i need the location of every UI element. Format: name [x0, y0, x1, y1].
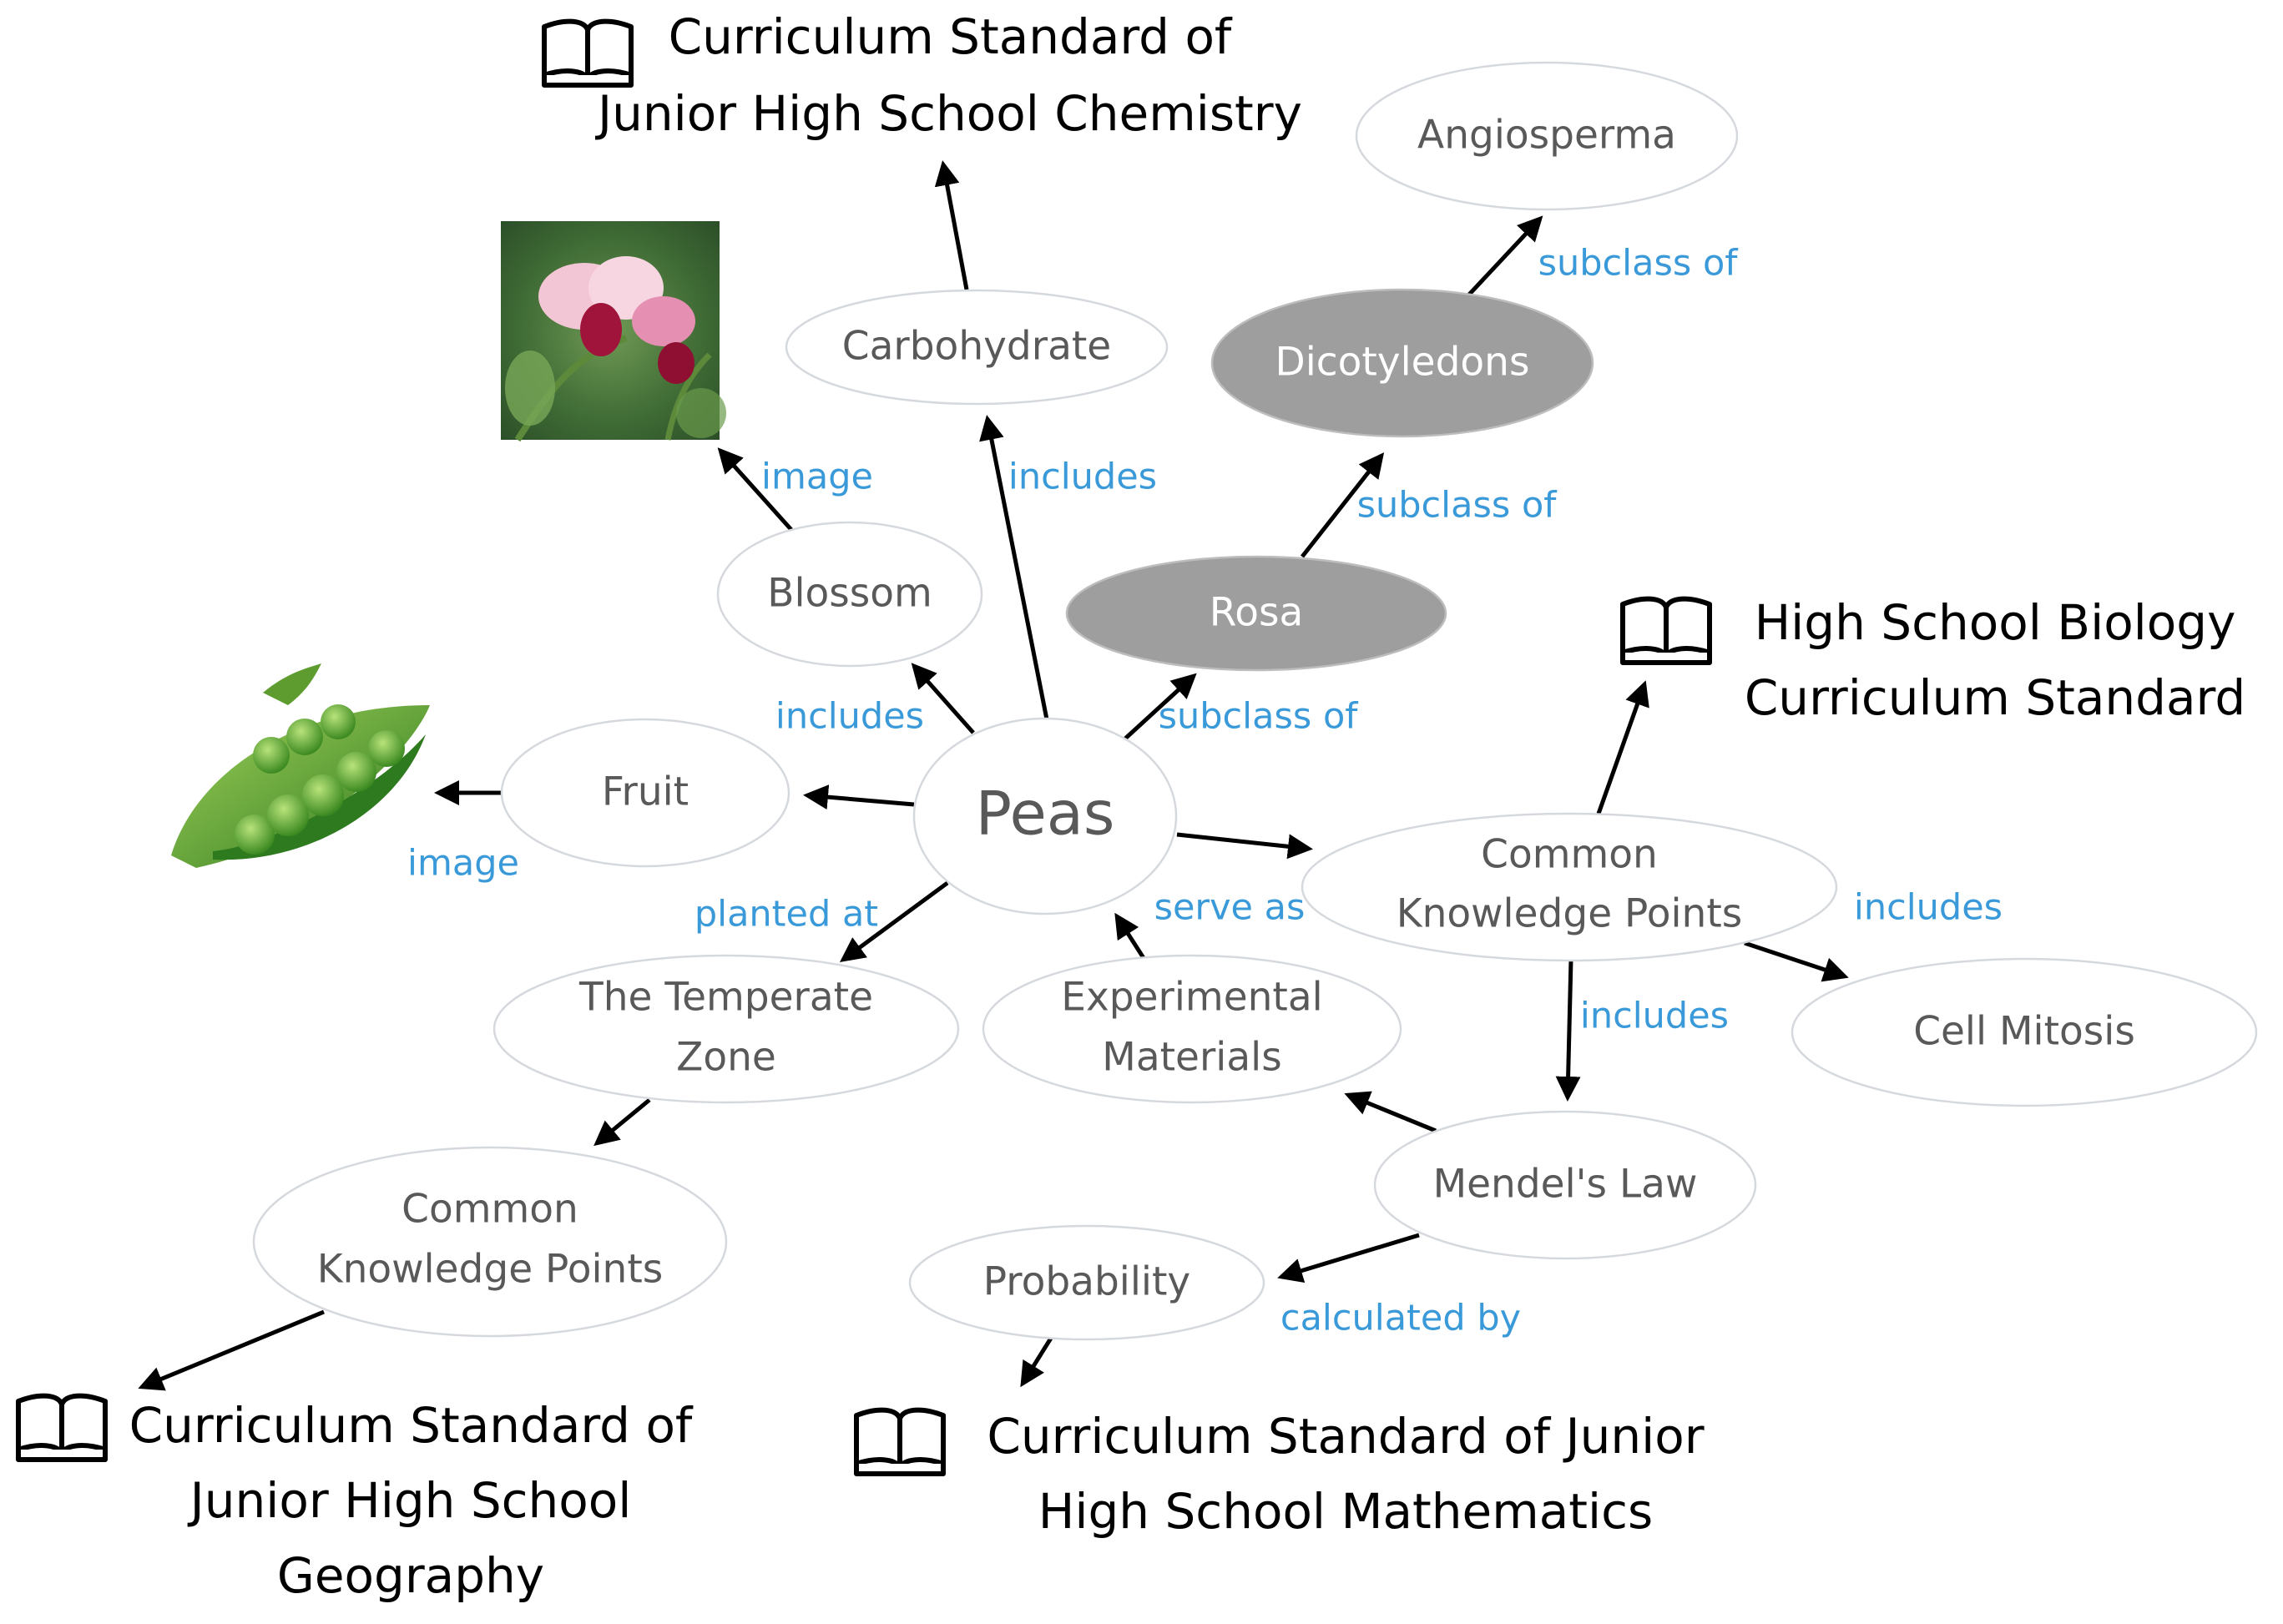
node-common-knowledge-geo-line2: Knowledge Points	[317, 1247, 664, 1293]
book-icon	[542, 18, 634, 88]
edge-carbohydrate-chemistry-standard	[934, 160, 969, 290]
standard-mathematics-line2: High School Mathematics	[1038, 1483, 1654, 1540]
standard-geography-line2: Junior High School	[188, 1472, 632, 1529]
edge-dicotyledons-angiosperma	[1466, 215, 1543, 298]
node-carbohydrate[interactable]: Carbohydrate	[785, 289, 1169, 406]
standard-geography: Curriculum Standard of Junior High Schoo…	[16, 1393, 694, 1604]
edge-mendel-probability	[1277, 1233, 1420, 1284]
standard-mathematics: Curriculum Standard of Junior High Schoo…	[854, 1407, 1705, 1540]
node-probability-label: Probability	[983, 1259, 1190, 1305]
edge-common-knowledge-bio-mendel	[1555, 959, 1581, 1102]
edge-label-includes-cell-mitosis: includes	[1854, 887, 2003, 929]
node-mendels-law-label: Mendel's Law	[1433, 1162, 1698, 1208]
node-fruit-label: Fruit	[602, 769, 689, 815]
standard-geography-line3: Geography	[277, 1547, 544, 1604]
edge-peas-fruit	[803, 784, 915, 810]
node-carbohydrate-label: Carbohydrate	[842, 324, 1111, 370]
node-cell-mitosis-label: Cell Mitosis	[1913, 1009, 2135, 1055]
edge-common-knowledge-bio-biology-standard	[1596, 680, 1649, 815]
node-temperate-zone-line1: The Temperate	[578, 975, 873, 1021]
edge-blossom-image	[717, 447, 795, 533]
standard-biology: High School Biology Curriculum Standard	[1620, 594, 2245, 726]
edge-rosa-dicotyledons	[1301, 452, 1385, 558]
node-rosa-label: Rosa	[1210, 590, 1304, 636]
node-experimental-materials-line2: Materials	[1102, 1035, 1281, 1081]
edge-label-image-fruit: image	[407, 843, 519, 885]
edge-peas-temperate-zone	[839, 880, 949, 962]
node-common-knowledge-bio[interactable]: Common Knowledge Points	[1301, 812, 1838, 962]
edge-label-includes-blossom: includes	[775, 696, 924, 738]
edge-peas-blossom	[911, 663, 975, 734]
node-blossom-label: Blossom	[767, 571, 932, 617]
edge-common-knowledge-bio-cell-mitosis	[1744, 941, 1849, 982]
node-experimental-materials-line1: Experimental	[1061, 975, 1322, 1021]
edge-labels: image includes includes subclass of subc…	[407, 243, 2003, 1339]
edge-experimental-peas	[1114, 912, 1146, 960]
edge-label-serve-as: serve as	[1154, 887, 1306, 929]
book-icon	[854, 1407, 946, 1476]
edge-label-image-blossom: image	[761, 456, 873, 498]
edges	[138, 160, 1849, 1391]
edge-peas-rosa	[1124, 673, 1197, 740]
standard-chemistry: Curriculum Standard of Junior High Schoo…	[542, 8, 1302, 142]
nodes: Peas Carbohydrate Blossom Fruit Rosa Dic…	[252, 61, 2258, 1341]
node-blossom[interactable]: Blossom	[716, 521, 983, 668]
book-icon	[16, 1393, 108, 1462]
node-angiosperma[interactable]: Angiosperma	[1355, 61, 1739, 211]
edge-common-knowledge-geo-geography-standard	[138, 1309, 325, 1391]
standard-biology-line2: Curriculum Standard	[1745, 669, 2245, 726]
node-temperate-zone[interactable]: The Temperate Zone	[492, 954, 960, 1104]
edge-peas-carbohydrate	[979, 415, 1049, 720]
edge-label-subclass-rosa: subclass of	[1159, 696, 1359, 738]
edge-label-subclass-dicotyledons: subclass of	[1357, 485, 1558, 527]
edge-temperate-common-knowledge-geo	[593, 1098, 651, 1147]
standard-biology-line1: High School Biology	[1755, 594, 2236, 651]
standard-mathematics-line1: Curriculum Standard of Junior	[987, 1408, 1704, 1465]
edge-label-calculated-by: calculated by	[1280, 1298, 1521, 1339]
pea-blossom-image	[501, 221, 726, 442]
node-common-knowledge-bio-line1: Common	[1481, 832, 1658, 878]
edge-label-includes-mendel: includes	[1580, 996, 1729, 1037]
edge-label-planted-at: planted at	[694, 894, 878, 936]
node-peas[interactable]: Peas	[912, 717, 1178, 915]
node-cell-mitosis[interactable]: Cell Mitosis	[1791, 957, 2258, 1107]
book-icon	[1620, 596, 1712, 665]
node-temperate-zone-line2: Zone	[676, 1035, 776, 1081]
node-peas-label: Peas	[976, 779, 1115, 849]
edge-probability-math-standard	[1020, 1331, 1057, 1388]
edge-peas-common-knowledge-bio	[1176, 832, 1313, 860]
pea-pod-image	[171, 663, 430, 868]
edge-label-subclass-angiosperma: subclass of	[1538, 243, 1739, 285]
edge-mendel-experimental	[1344, 1091, 1437, 1133]
node-angiosperma-label: Angiosperma	[1417, 113, 1676, 159]
node-dicotyledons[interactable]: Dicotyledons	[1210, 288, 1594, 438]
standard-chemistry-line1: Curriculum Standard of	[669, 8, 1233, 65]
node-common-knowledge-geo[interactable]: Common Knowledge Points	[252, 1146, 728, 1338]
node-experimental-materials[interactable]: Experimental Materials	[982, 954, 1402, 1104]
node-mendels-law[interactable]: Mendel's Law	[1373, 1110, 1757, 1260]
node-dicotyledons-label: Dicotyledons	[1275, 340, 1530, 386]
node-rosa[interactable]: Rosa	[1065, 555, 1447, 672]
standard-geography-line1: Curriculum Standard of	[129, 1397, 694, 1454]
node-fruit[interactable]: Fruit	[500, 718, 790, 868]
edge-label-includes-carbohydrate: includes	[1008, 456, 1157, 498]
node-common-knowledge-geo-line1: Common	[402, 1187, 578, 1233]
node-probability[interactable]: Probability	[908, 1224, 1265, 1341]
node-common-knowledge-bio-line2: Knowledge Points	[1397, 891, 1743, 937]
standard-chemistry-line2: Junior High School Chemistry	[595, 85, 1302, 142]
